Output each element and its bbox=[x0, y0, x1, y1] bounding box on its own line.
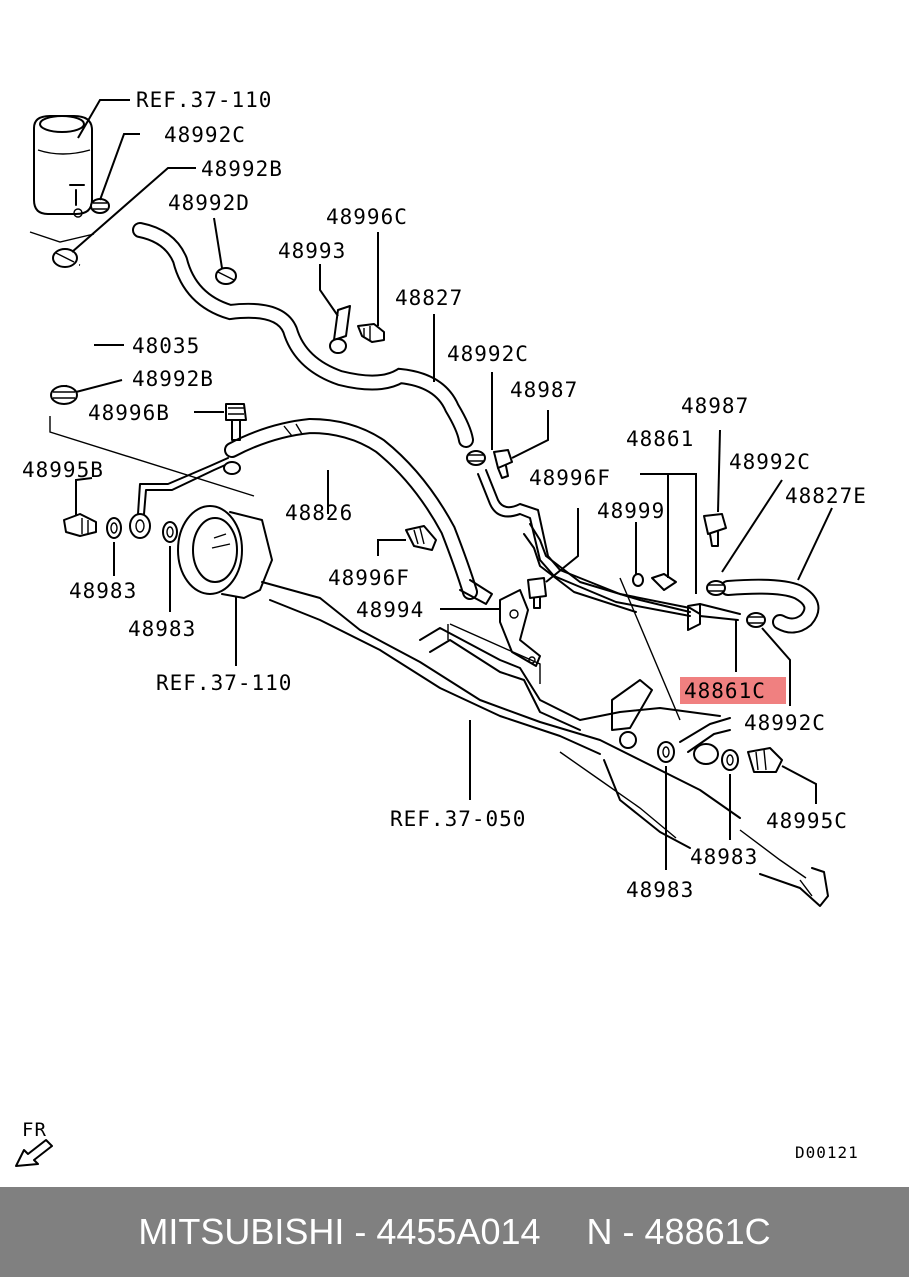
union-48995b bbox=[129, 513, 151, 539]
clip-48999 bbox=[632, 573, 644, 587]
label-48994: 48994 bbox=[356, 598, 424, 622]
tube-48861c bbox=[687, 603, 741, 631]
label-48035: 48035 bbox=[132, 334, 200, 358]
steering-gear-box bbox=[261, 581, 829, 907]
pressure-hose-48826 bbox=[224, 417, 493, 605]
label-fr: FR bbox=[22, 1119, 47, 1141]
front-arrow-icon bbox=[15, 1139, 53, 1167]
bolt-48987-right bbox=[703, 513, 727, 547]
bracket-48993 bbox=[329, 305, 351, 354]
clamp-48992d bbox=[215, 267, 237, 285]
pressure-tube-48995b bbox=[137, 457, 241, 515]
reservoir-tank bbox=[33, 115, 93, 218]
label-48996f-2: 48996F bbox=[328, 566, 410, 590]
footer-brand-part: MITSUBISHI - 4455A014 bbox=[138, 1211, 541, 1252]
label-48992c-4: 48992C bbox=[744, 711, 826, 735]
label-48983-3: 48983 bbox=[690, 845, 758, 869]
bolt-48987-center bbox=[493, 449, 513, 479]
outline-lines bbox=[29, 231, 681, 721]
label-48987-2: 48987 bbox=[681, 394, 749, 418]
bolt-48996b bbox=[225, 403, 247, 441]
washer-48983-a bbox=[106, 517, 122, 539]
return-hose-48827e bbox=[720, 578, 820, 634]
label-48827: 48827 bbox=[395, 286, 463, 310]
label-48992c-3: 48992C bbox=[729, 450, 811, 474]
washer-48983-b bbox=[162, 521, 178, 543]
label-48992c-2: 48992C bbox=[447, 342, 529, 366]
clip-48861-small bbox=[651, 573, 677, 591]
label-ref-37-110-bottom: REF.37-110 bbox=[156, 671, 292, 695]
bolt-48996c bbox=[357, 323, 385, 343]
label-48992d: 48992D bbox=[168, 191, 250, 215]
clamp-48992b-upper bbox=[52, 248, 78, 268]
label-48992b-2: 48992B bbox=[132, 367, 214, 391]
label-48826: 48826 bbox=[285, 501, 353, 525]
clamp-48992c-right-upper bbox=[706, 580, 726, 596]
label-48995b: 48995B bbox=[22, 458, 104, 482]
bolt-48996f-upper bbox=[527, 577, 547, 609]
highlight-48861c bbox=[680, 677, 786, 704]
bolt-48996f-lower bbox=[405, 525, 437, 551]
label-48987-1: 48987 bbox=[510, 378, 578, 402]
clamp-48992b-lower bbox=[50, 385, 78, 405]
washer-48983-d bbox=[721, 749, 739, 771]
label-ref-37-050: REF.37-050 bbox=[390, 807, 526, 831]
parts-diagram: REF.37-110 48992C 48992B 48992D 48996C 4… bbox=[15, 88, 867, 1167]
label-48983-1: 48983 bbox=[69, 579, 137, 603]
label-48992c-1: 48992C bbox=[164, 123, 246, 147]
label-48827e: 48827E bbox=[785, 484, 867, 508]
label-drawing-code: D00121 bbox=[795, 1143, 859, 1162]
label-48983-4: 48983 bbox=[626, 878, 694, 902]
part-number-footer: MITSUBISHI - 4455A014 N - 48861C bbox=[0, 1187, 909, 1277]
label-48999: 48999 bbox=[597, 499, 665, 523]
clamp-48992c-right-lower bbox=[746, 612, 766, 628]
label-48861: 48861 bbox=[626, 427, 694, 451]
bracket-48994 bbox=[499, 589, 541, 667]
tube-end-lower-right bbox=[679, 717, 731, 765]
label-48996c: 48996C bbox=[326, 205, 408, 229]
label-48861c: 48861C bbox=[684, 679, 766, 703]
return-tube-48861 bbox=[477, 469, 701, 617]
washer-48983-c bbox=[657, 741, 675, 763]
label-48996f-1: 48996F bbox=[529, 466, 611, 490]
bolt-48995b bbox=[63, 513, 97, 537]
label-48992b-1: 48992B bbox=[201, 157, 283, 181]
label-48995c: 48995C bbox=[766, 809, 848, 833]
clamp-48992c-upper bbox=[90, 198, 110, 214]
leader-lines bbox=[71, 99, 833, 870]
label-48993: 48993 bbox=[278, 239, 346, 263]
hose-48035 bbox=[59, 259, 109, 386]
power-steering-pump bbox=[177, 505, 273, 599]
bolt-48995c bbox=[747, 747, 783, 773]
label-48996b: 48996B bbox=[88, 401, 170, 425]
footer-ref-part: N - 48861C bbox=[586, 1211, 771, 1252]
label-48983-2: 48983 bbox=[128, 617, 196, 641]
label-ref-37-110-top: REF.37-110 bbox=[136, 88, 272, 112]
clamp-48992c-center bbox=[466, 450, 486, 466]
return-hose-48827 bbox=[132, 222, 474, 448]
